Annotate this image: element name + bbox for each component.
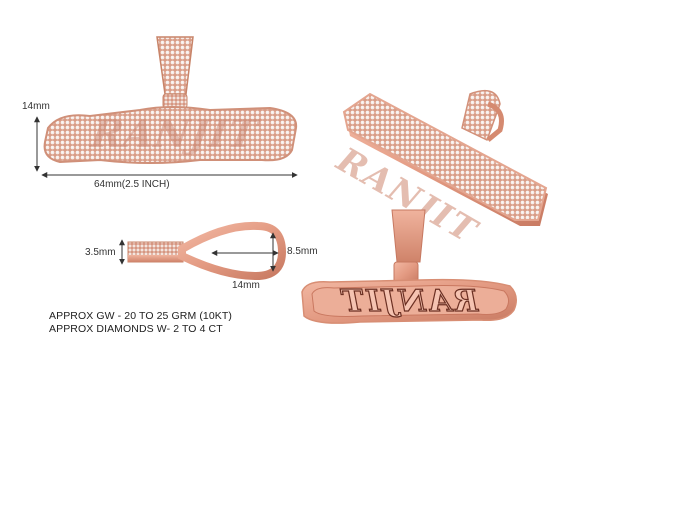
height-label: 14mm — [22, 101, 50, 112]
back-view-name-text: RANJIT — [339, 283, 479, 319]
thickness-label: 3.5mm — [85, 247, 116, 258]
loop-height-label: 8.5mm — [287, 246, 318, 257]
loop-width-label: 14mm — [232, 280, 260, 291]
spec-weight: APPROX GW - 20 TO 25 GRM (10KT) — [49, 310, 233, 322]
spec-diamonds: APPROX DIAMONDS W- 2 TO 4 CT — [49, 323, 223, 335]
width-label: 64mm(2.5 INCH) — [94, 179, 170, 190]
